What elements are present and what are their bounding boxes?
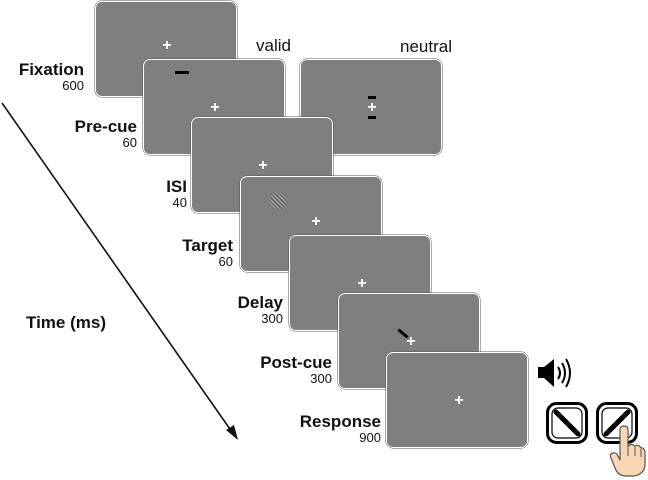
stage-name: Target [182, 236, 233, 255]
stage-label-target: Target 60 [93, 236, 233, 269]
stage-label-precue: Pre-cue 60 [0, 117, 137, 150]
stage-duration: 300 [310, 371, 332, 386]
stage-duration: 40 [172, 195, 187, 210]
fixation-cross: + [311, 213, 321, 230]
fixation-cross: + [357, 275, 367, 292]
stage-name: Pre-cue [74, 117, 137, 136]
neutral-label: neutral [400, 37, 452, 56]
stage-duration: 900 [359, 430, 381, 445]
pointing-hand-icon [609, 425, 646, 477]
stage-name: ISI [166, 177, 187, 196]
stage-name: Delay [237, 293, 283, 312]
valid-precue-mark [175, 71, 189, 74]
stage-label-delay: Delay 300 [143, 293, 283, 326]
fixation-cross: + [258, 157, 268, 174]
fixation-cross: + [454, 392, 464, 409]
stage-duration: 300 [261, 311, 283, 326]
stage-name: Response [299, 412, 381, 431]
stage-duration: 60 [218, 254, 233, 269]
stage-duration: 600 [62, 78, 84, 93]
stage-name: Fixation [18, 60, 84, 79]
time-axis-label: Time (ms) [26, 313, 106, 332]
fixation-cross: + [406, 333, 416, 350]
grating-target [267, 190, 289, 212]
stage-label-response: Response 900 [241, 412, 381, 445]
response-screen: + [386, 352, 528, 448]
stage-label-isi: ISI 40 [47, 177, 187, 210]
stage-label-fixation: Fixation 600 [0, 60, 84, 93]
speaker-icon [538, 358, 571, 388]
valid-label: valid [256, 36, 291, 55]
stage-duration: 60 [122, 135, 137, 150]
fixation-cross: + [367, 99, 377, 116]
neutral-cue-bottom-mark [368, 116, 376, 119]
fixation-cross: + [210, 99, 220, 116]
backslash-key-icon [546, 402, 588, 444]
stage-label-postcue: Post-cue 300 [192, 353, 332, 386]
neutral-cue-top-mark [368, 96, 376, 99]
fixation-cross: + [162, 37, 172, 54]
stage-name: Post-cue [260, 353, 332, 372]
